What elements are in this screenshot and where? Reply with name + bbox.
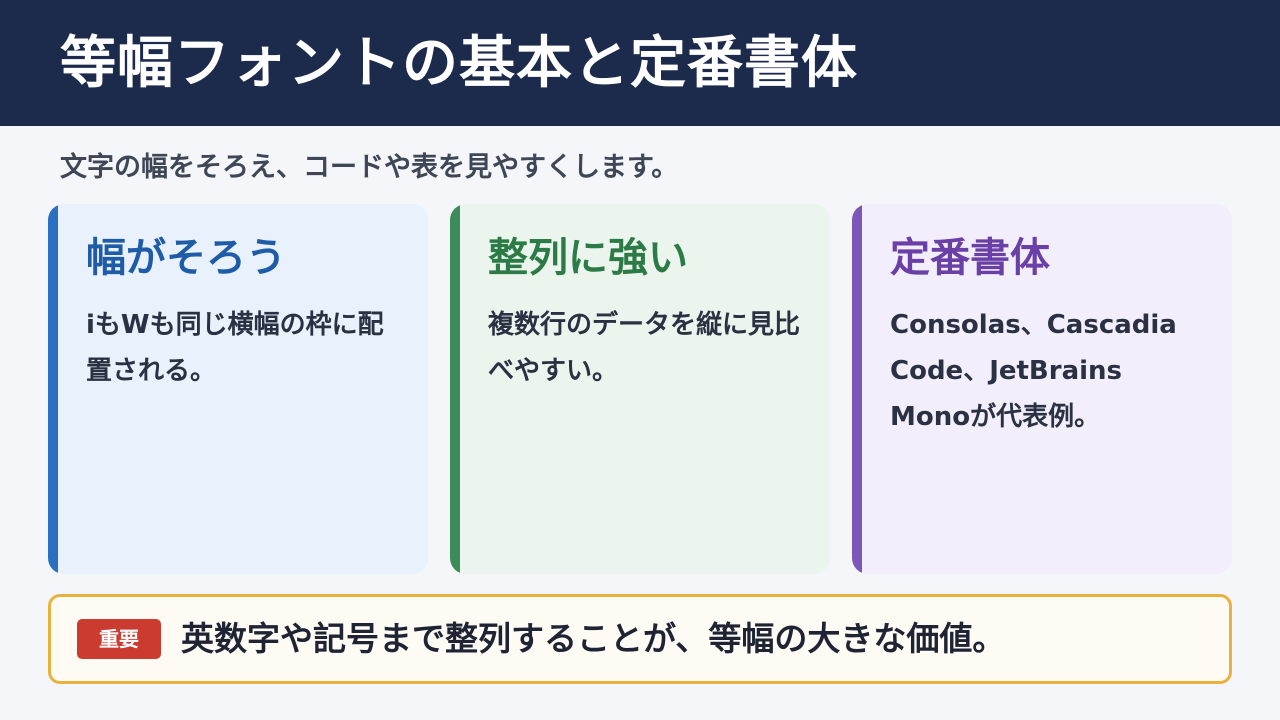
important-badge: 重要 (77, 619, 161, 659)
card-accent-stripe (450, 204, 460, 574)
card-body: 複数行のデータを縦に見比べやすい。 (488, 310, 801, 386)
card-body: Consolas、Cascadia Code、JetBrains Monoが代表… (890, 310, 1177, 432)
card-accent-stripe (48, 204, 58, 574)
page-title: 等幅フォントの基本と定番書体 (60, 31, 858, 96)
header-bar: 等幅フォントの基本と定番書体 (0, 0, 1280, 126)
card-heading: 定番書体 (890, 235, 1050, 281)
card-body: iもWも同じ横幅の枠に配置される。 (86, 310, 384, 386)
card-alignment: 整列に強い 複数行のデータを縦に見比べやすい。 (450, 204, 830, 574)
callout-text: 英数字や記号まで整列することが、等幅の大きな価値。 (181, 619, 1006, 658)
card-heading: 幅がそろう (86, 235, 286, 281)
page-subtitle: 文字の幅をそろえ、コードや表を見やすくします。 (60, 152, 679, 183)
key-point-callout: 重要 英数字や記号まで整列することが、等幅の大きな価値。 (48, 594, 1232, 684)
card-accent-stripe (852, 204, 862, 574)
card-equal-width: 幅がそろう iもWも同じ横幅の枠に配置される。 (48, 204, 428, 574)
card-heading: 整列に強い (488, 235, 688, 281)
card-standard-fonts: 定番書体 Consolas、Cascadia Code、JetBrains Mo… (852, 204, 1232, 574)
